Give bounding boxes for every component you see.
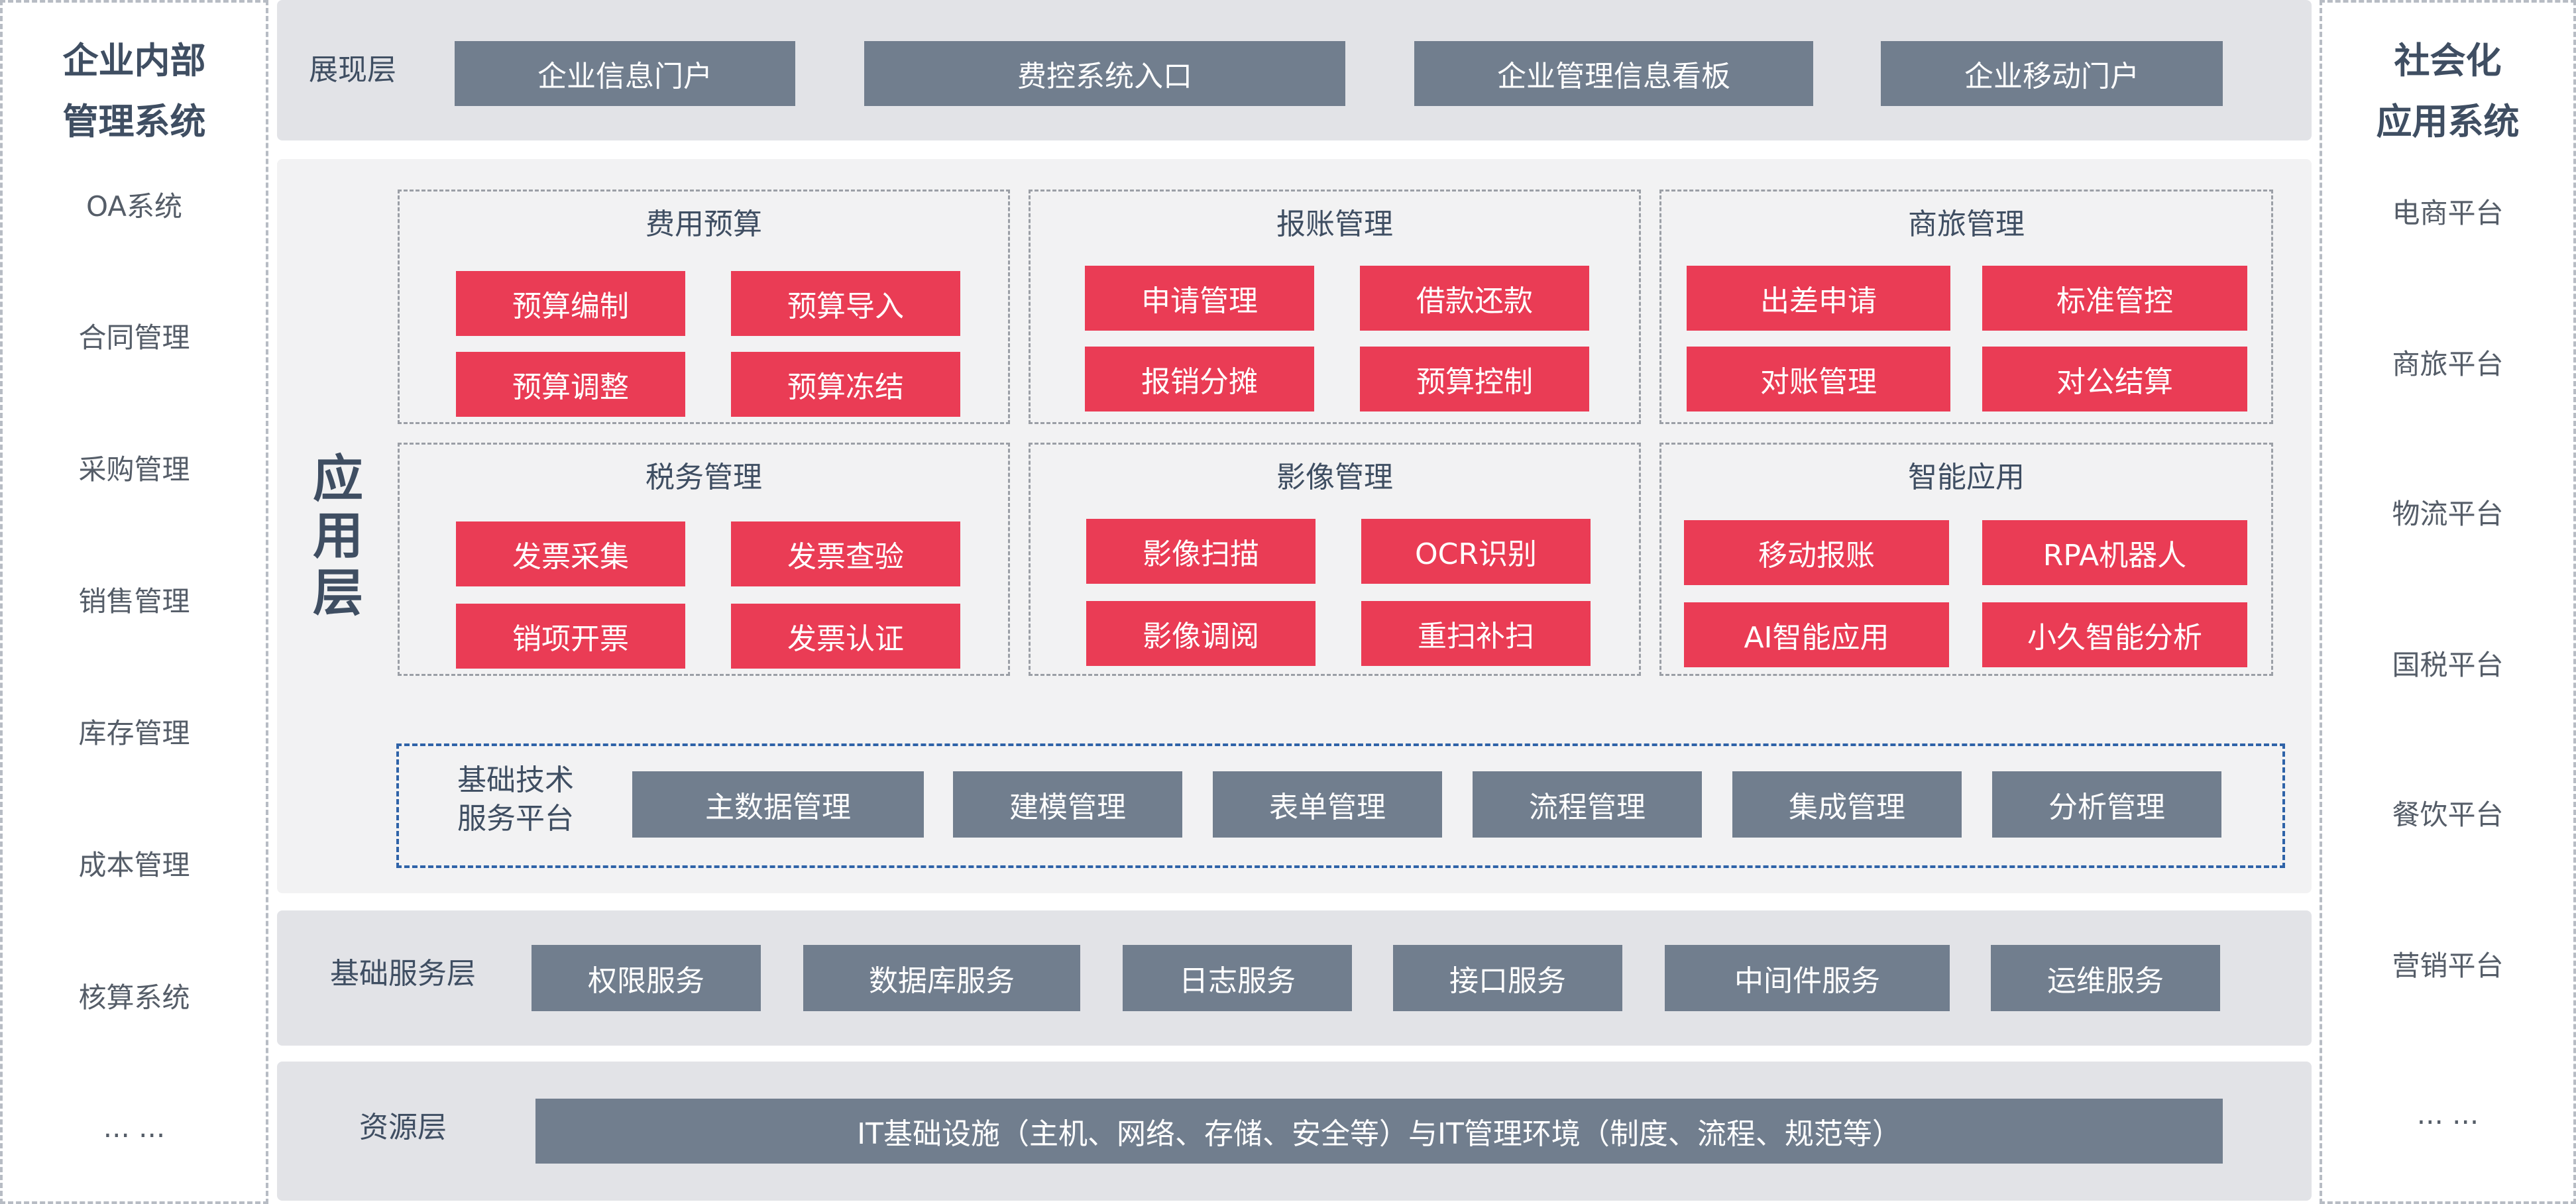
module-item: 预算冻结 (731, 352, 960, 417)
foundation-item: 主数据管理 (632, 771, 924, 838)
right-item-catering: 餐饮平台 (2392, 798, 2504, 831)
right-item-logistics: 物流平台 (2392, 498, 2504, 530)
basic-service-layer: 基础服务层 权限服务 数据库服务 日志服务 接口服务 中间件服务 运维服务 (277, 910, 2312, 1046)
module-item: 对账管理 (1687, 347, 1950, 411)
presentation-layer-label: 展现层 (309, 53, 396, 87)
module-title: 商旅管理 (1908, 207, 2025, 241)
right-item-ecommerce: 电商平台 (2392, 197, 2504, 229)
module-item: 预算调整 (456, 352, 685, 417)
portal-management-dashboard: 企业管理信息看板 (1414, 41, 1813, 106)
module-expense-budget: 费用预算 预算编制 预算导入 预算调整 预算冻结 (398, 190, 1010, 424)
left-panel-title-line2: 管理系统 (62, 101, 206, 142)
module-item: 申请管理 (1085, 266, 1314, 331)
foundation-item: 分析管理 (1992, 771, 2221, 838)
service-item: 中间件服务 (1665, 945, 1950, 1011)
resource-layer-content: IT基础设施（主机、网络、存储、安全等）与IT管理环境（制度、流程、规范等） (535, 1099, 2223, 1164)
left-panel-internal-systems: 企业内部 管理系统 OA系统 合同管理 采购管理 销售管理 库存管理 成本管理 … (0, 0, 268, 1204)
module-item: 报销分摊 (1085, 347, 1314, 411)
module-item: 重扫补扫 (1361, 601, 1591, 666)
left-panel-title-line1: 企业内部 (62, 40, 206, 82)
right-panel-title-line2: 应用系统 (2376, 101, 2520, 142)
foundation-item: 流程管理 (1473, 771, 1702, 838)
service-item: 权限服务 (532, 945, 761, 1011)
resource-layer-label: 资源层 (359, 1111, 447, 1144)
portal-cost-control-entry: 费控系统入口 (864, 41, 1345, 106)
left-item-more: ... ... (103, 1111, 166, 1144)
application-layer-label-char1: 应 (313, 449, 363, 508)
module-title: 智能应用 (1908, 461, 2025, 494)
service-item: 运维服务 (1991, 945, 2220, 1011)
left-item-purchase: 采购管理 (78, 453, 190, 486)
module-reimbursement: 报账管理 申请管理 借款还款 报销分摊 预算控制 (1029, 190, 1641, 424)
service-item: 接口服务 (1393, 945, 1622, 1011)
module-item: 小久智能分析 (1982, 602, 2247, 667)
module-item: 移动报账 (1684, 520, 1949, 585)
module-item: RPA机器人 (1982, 520, 2247, 585)
foundation-item: 集成管理 (1732, 771, 1962, 838)
left-item-contract: 合同管理 (78, 321, 190, 354)
application-layer: 应 用 层 费用预算 预算编制 预算导入 预算调整 预算冻结 报账管理 申请管理… (277, 159, 2312, 893)
module-item: 标准管控 (1982, 266, 2247, 331)
resource-layer: 资源层 IT基础设施（主机、网络、存储、安全等）与IT管理环境（制度、流程、规范… (277, 1062, 2312, 1201)
module-item: 发票采集 (456, 521, 685, 586)
portal-enterprise-mobile: 企业移动门户 (1881, 41, 2223, 106)
left-item-sales: 销售管理 (78, 585, 190, 618)
module-tax: 税务管理 发票采集 发票查验 销项开票 发票认证 (398, 443, 1010, 676)
module-title: 影像管理 (1276, 461, 1393, 494)
module-title: 报账管理 (1276, 207, 1393, 241)
right-panel-title-line1: 社会化 (2394, 40, 2502, 82)
application-layer-label-char2: 用 (313, 506, 363, 565)
foundation-label-line2: 服务平台 (457, 802, 574, 836)
module-item: 销项开票 (456, 604, 685, 669)
basic-service-layer-label: 基础服务层 (330, 957, 476, 991)
left-item-inventory: 库存管理 (78, 717, 190, 749)
module-title: 费用预算 (645, 207, 762, 241)
module-item: 预算控制 (1360, 347, 1589, 411)
right-item-marketing: 营销平台 (2392, 950, 2504, 982)
module-item: AI智能应用 (1684, 602, 1949, 667)
right-panel-social-systems: 社会化 应用系统 电商平台 商旅平台 物流平台 国税平台 餐饮平台 营销平台 .… (2320, 0, 2576, 1204)
left-item-accounting: 核算系统 (78, 981, 190, 1014)
application-layer-label-char3: 层 (313, 563, 363, 622)
left-item-cost: 成本管理 (78, 849, 190, 881)
module-item: 预算编制 (456, 271, 685, 336)
module-title: 税务管理 (645, 461, 762, 494)
right-item-travel: 商旅平台 (2392, 348, 2504, 380)
module-business-travel: 商旅管理 出差申请 标准管控 对账管理 对公结算 (1659, 190, 2273, 424)
foundation-item: 建模管理 (953, 771, 1182, 838)
right-item-more: ... ... (2416, 1098, 2479, 1130)
module-item: 出差申请 (1687, 266, 1950, 331)
service-item: 日志服务 (1123, 945, 1352, 1011)
foundation-label-line1: 基础技术 (457, 763, 574, 797)
module-item: 预算导入 (731, 271, 960, 336)
module-item: 影像扫描 (1086, 519, 1316, 584)
module-item: OCR识别 (1361, 519, 1591, 584)
left-item-oa: OA系统 (85, 190, 183, 223)
foundation-item: 表单管理 (1213, 771, 1442, 838)
service-item: 数据库服务 (803, 945, 1080, 1011)
module-item: 对公结算 (1982, 347, 2247, 411)
module-intelligent-apps: 智能应用 移动报账 RPA机器人 AI智能应用 小久智能分析 (1659, 443, 2273, 676)
right-item-tax: 国税平台 (2392, 649, 2504, 681)
foundation-tech-platform: 基础技术 服务平台 主数据管理 建模管理 表单管理 流程管理 集成管理 分析管理 (396, 743, 2285, 868)
module-item: 发票认证 (731, 604, 960, 669)
portal-enterprise-info: 企业信息门户 (455, 41, 795, 106)
module-item: 借款还款 (1360, 266, 1589, 331)
module-imaging: 影像管理 影像扫描 OCR识别 影像调阅 重扫补扫 (1029, 443, 1641, 676)
module-item: 发票查验 (731, 521, 960, 586)
presentation-layer: 展现层 企业信息门户 费控系统入口 企业管理信息看板 企业移动门户 (277, 0, 2312, 140)
module-item: 影像调阅 (1086, 601, 1316, 666)
